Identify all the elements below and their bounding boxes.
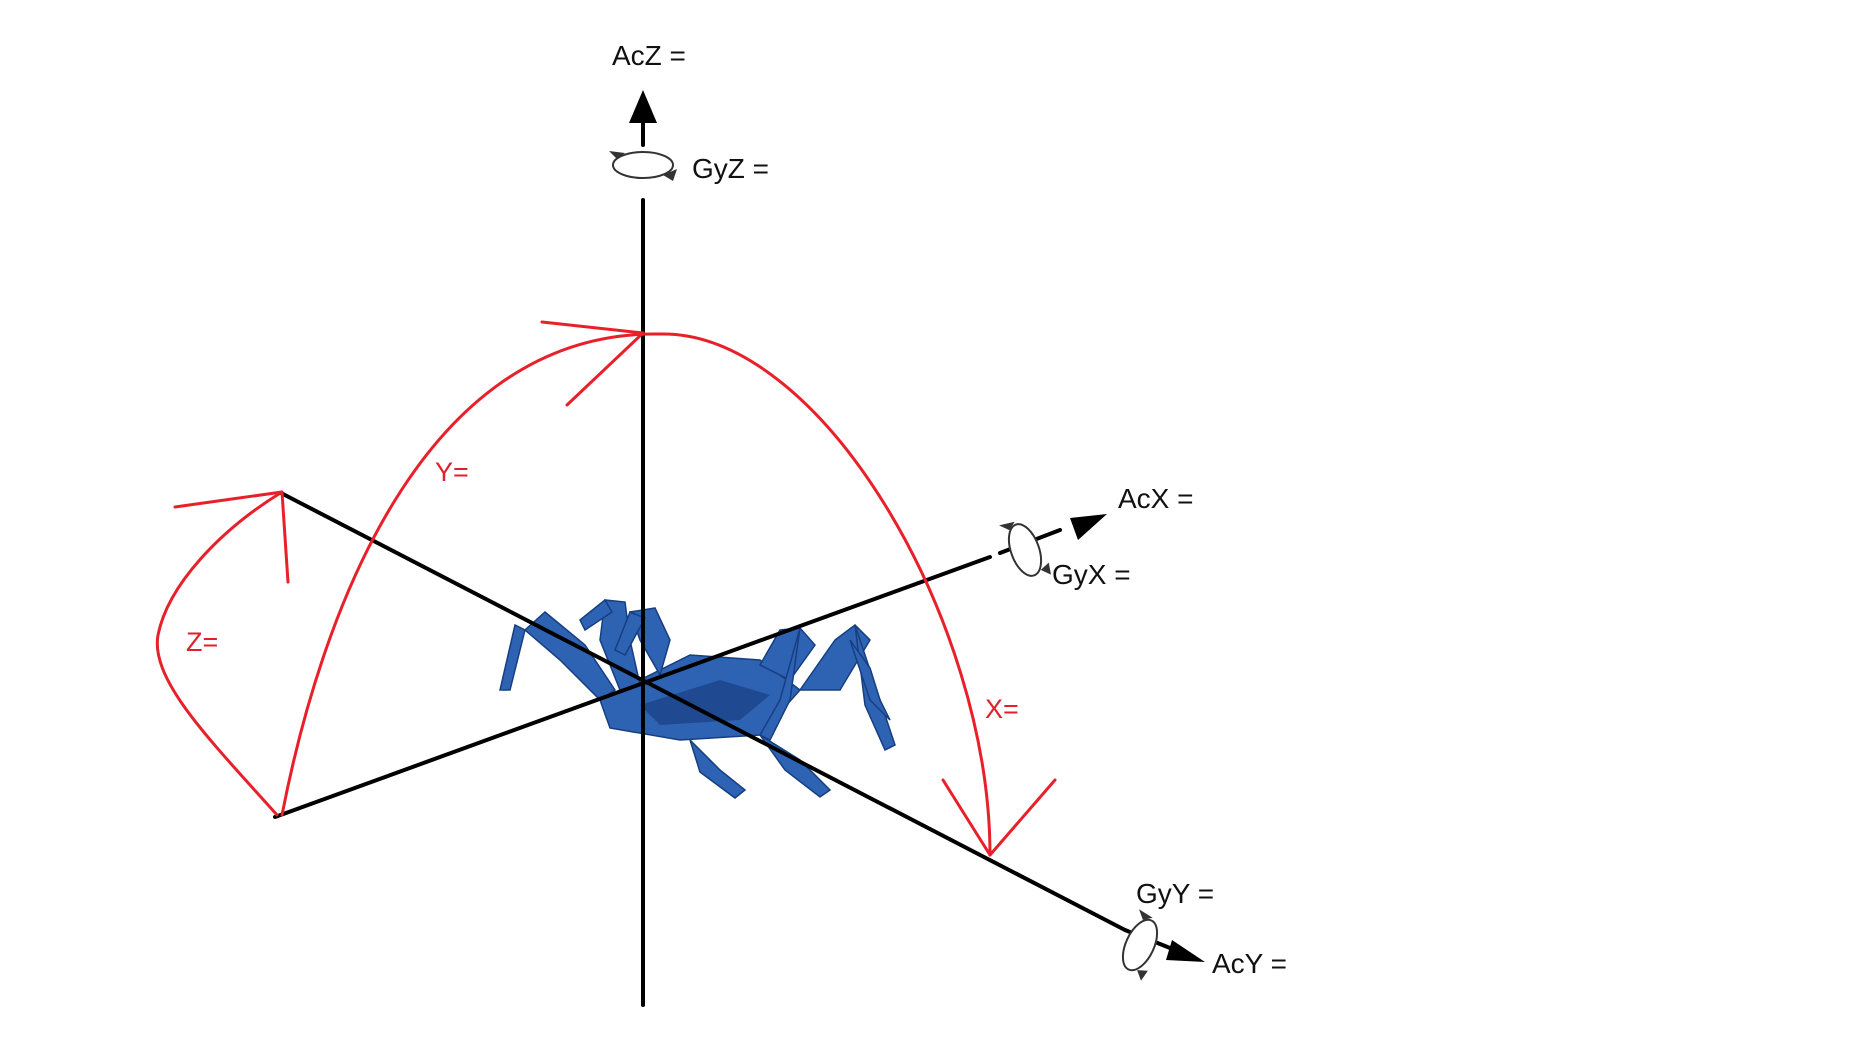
gyz-label: GyZ = [692, 153, 769, 184]
y-angle-label: Y= [435, 457, 469, 487]
z-angle-arc [155, 490, 284, 817]
acy-label: AcY = [1212, 948, 1287, 979]
y-angle-arrowhead [540, 320, 645, 407]
x-angle-arc [658, 332, 992, 857]
gyy-label: GyY = [1136, 878, 1214, 909]
z-angle-arrowhead [173, 490, 290, 584]
acx-label: AcX = [1118, 483, 1193, 514]
rotation-arrow-icon [999, 521, 1051, 577]
x-angle-arrowhead [941, 778, 1057, 857]
hexapod-robot-image [499, 598, 896, 799]
rotation-arrow-icon [1121, 909, 1159, 981]
x-axis-line [273, 555, 992, 819]
x-angle-label: X= [985, 694, 1019, 724]
gyx-label: GyX = [1052, 559, 1131, 590]
x-axis-arrowhead [1070, 514, 1107, 540]
y-angle-arc [280, 332, 662, 817]
rotation-arrow-icon [609, 151, 677, 181]
z-axis-arrowhead [629, 90, 657, 123]
z-angle-label: Z= [186, 627, 218, 657]
acz-label: AcZ = [612, 40, 686, 71]
y-axis-arrowhead [1166, 940, 1205, 962]
y-axis-line [279, 491, 1127, 932]
